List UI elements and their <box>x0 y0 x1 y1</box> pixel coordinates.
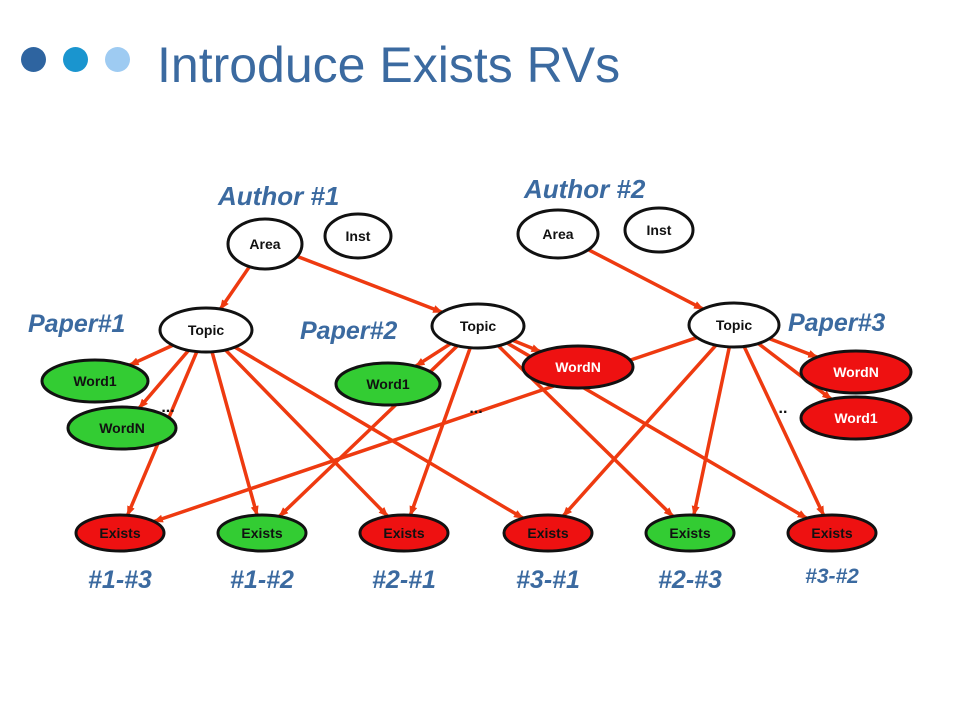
word-node-1: Word1 <box>40 358 150 404</box>
exists-node-6-label: Exists <box>811 525 852 541</box>
exists-node-1-shape <box>74 513 166 553</box>
exists-node-3-label: Exists <box>383 525 424 541</box>
area-node-1: Area <box>226 217 304 271</box>
word-node-1-shape <box>40 358 150 404</box>
exists-node-1: Exists <box>74 513 166 553</box>
pair-label-5: #2-#3 <box>658 566 722 594</box>
area-node-2-label: Area <box>542 226 573 242</box>
word-node-2-label: WordN <box>99 420 145 436</box>
topic-node-2-label: Topic <box>460 318 497 334</box>
labels-group: ........ Author #1 Author #2 Paper#1 Paper#2… <box>28 174 885 594</box>
word-node-3: Word1 <box>334 361 442 407</box>
word-node-6: Word1 <box>799 395 913 441</box>
author-label-2: Author #2 <box>523 174 646 204</box>
exists-node-6-shape <box>786 513 878 553</box>
inst-node-2: Inst <box>623 206 695 254</box>
edge-9 <box>233 345 524 520</box>
inst-node-2-label: Inst <box>647 222 672 238</box>
exists-node-3-shape <box>358 513 450 553</box>
slide-title: Introduce Exists RVs <box>157 37 621 93</box>
edge-21 <box>742 345 826 517</box>
bullet-dot-2 <box>63 47 88 72</box>
exists-node-3: Exists <box>358 513 450 553</box>
exists-node-4-label: Exists <box>527 525 568 541</box>
word-node-4-shape <box>521 344 635 390</box>
paper-label-2: Paper#2 <box>300 317 397 345</box>
bullet-dot-1 <box>21 47 46 72</box>
edge-10 <box>414 342 452 368</box>
edge-17 <box>757 342 833 401</box>
topic-node-3-shape <box>687 301 781 349</box>
edge-8 <box>224 348 389 518</box>
exists-node-5-label: Exists <box>669 525 710 541</box>
pair-label-3: #2-#1 <box>372 566 436 594</box>
edge-5 <box>137 349 190 410</box>
edge-19 <box>561 343 718 518</box>
exists-node-2: Exists <box>216 513 308 553</box>
pair-label-2: #1-#2 <box>230 566 294 594</box>
paper-label-3: Paper#3 <box>788 309 885 337</box>
pair-label-6: #3-#2 <box>805 565 859 588</box>
inst-node-2-shape <box>623 206 695 254</box>
topic-node-3: Topic <box>687 301 781 349</box>
edge-20 <box>691 346 732 517</box>
area-node-2: Area <box>516 208 600 260</box>
bullet-dot-3 <box>105 47 130 72</box>
word-node-5: WordN <box>799 349 913 395</box>
pair-label-4: #3-#1 <box>516 566 580 594</box>
edge-2 <box>296 254 444 314</box>
area-node-1-label: Area <box>249 236 280 252</box>
topic-node-1: Topic <box>158 306 254 354</box>
topic-node-3-label: Topic <box>716 317 753 333</box>
edge-16 <box>768 336 819 359</box>
ellipsis-2: ... <box>469 400 482 417</box>
author-label-1: Author #1 <box>217 181 339 211</box>
edges-group <box>125 248 833 524</box>
area-node-2-shape <box>516 208 600 260</box>
ellipsis-1: ... <box>161 399 174 416</box>
edge-13 <box>408 347 472 517</box>
edge-3 <box>587 248 704 311</box>
exists-node-5-shape <box>644 513 736 553</box>
word-node-6-label: Word1 <box>834 410 878 426</box>
word-node-4: WordN <box>521 344 635 390</box>
word-node-3-shape <box>334 361 442 407</box>
topic-node-1-shape <box>158 306 254 354</box>
edge-4 <box>128 343 174 367</box>
inst-node-1-shape <box>323 212 393 260</box>
exists-node-6: Exists <box>786 513 878 553</box>
inst-node-1-label: Inst <box>346 228 371 244</box>
pair-label-1: #1-#3 <box>88 566 152 594</box>
word-node-6-shape <box>799 395 913 441</box>
edge-11 <box>512 338 542 354</box>
exists-node-1-label: Exists <box>99 525 140 541</box>
exists-node-2-label: Exists <box>241 525 282 541</box>
word-node-3-label: Word1 <box>366 376 410 392</box>
topic-node-1-label: Topic <box>188 322 225 338</box>
word-node-5-shape <box>799 349 913 395</box>
exists-node-5: Exists <box>644 513 736 553</box>
paper-label-1: Paper#1 <box>28 310 125 338</box>
edge-1 <box>218 265 251 311</box>
word-node-2: WordN <box>66 405 178 451</box>
ellipsis-3: .. <box>779 400 788 417</box>
word-node-2-shape <box>66 405 178 451</box>
word-node-4-label: WordN <box>555 359 601 375</box>
word-node-5-label: WordN <box>833 364 879 380</box>
topic-node-2-shape <box>430 302 526 350</box>
word-node-1-label: Word1 <box>73 373 117 389</box>
topic-node-2: Topic <box>430 302 526 350</box>
exists-node-4-shape <box>502 513 594 553</box>
exists-node-4: Exists <box>502 513 594 553</box>
inst-node-1: Inst <box>323 212 393 260</box>
area-node-1-shape <box>226 217 304 271</box>
exists-node-2-shape <box>216 513 308 553</box>
